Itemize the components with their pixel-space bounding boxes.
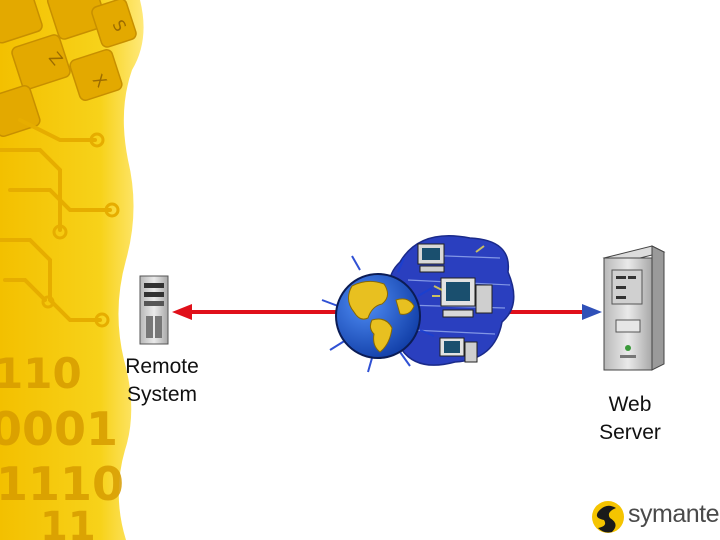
remote-system-label: Remote System [112,353,212,409]
globe-icon [321,255,435,373]
arrowhead-left [172,304,192,320]
connection-line [172,304,602,320]
svg-text:110: 110 [0,349,82,398]
server-label-line1: Web [608,393,652,416]
keyboard-background: S Z X 110 0001 1110 11 [0,0,144,540]
symantec-logo: symantec . [588,494,720,536]
web-server-label: Web Server [580,391,680,447]
symantec-logo-icon [592,501,624,533]
server-label-line2: Server [599,421,661,444]
remote-label-line2: System [126,383,197,406]
svg-text:0001: 0001 [0,402,118,456]
remote-computer-icon [139,275,169,345]
svg-text:11: 11 [40,504,96,540]
web-server-icon [602,245,666,371]
arrowhead-right [582,304,602,320]
logo-text: symantec [628,500,720,528]
remote-label-line1: Remote [125,355,199,378]
network-computers-icon [387,235,515,366]
svg-text:1110: 1110 [0,457,124,511]
